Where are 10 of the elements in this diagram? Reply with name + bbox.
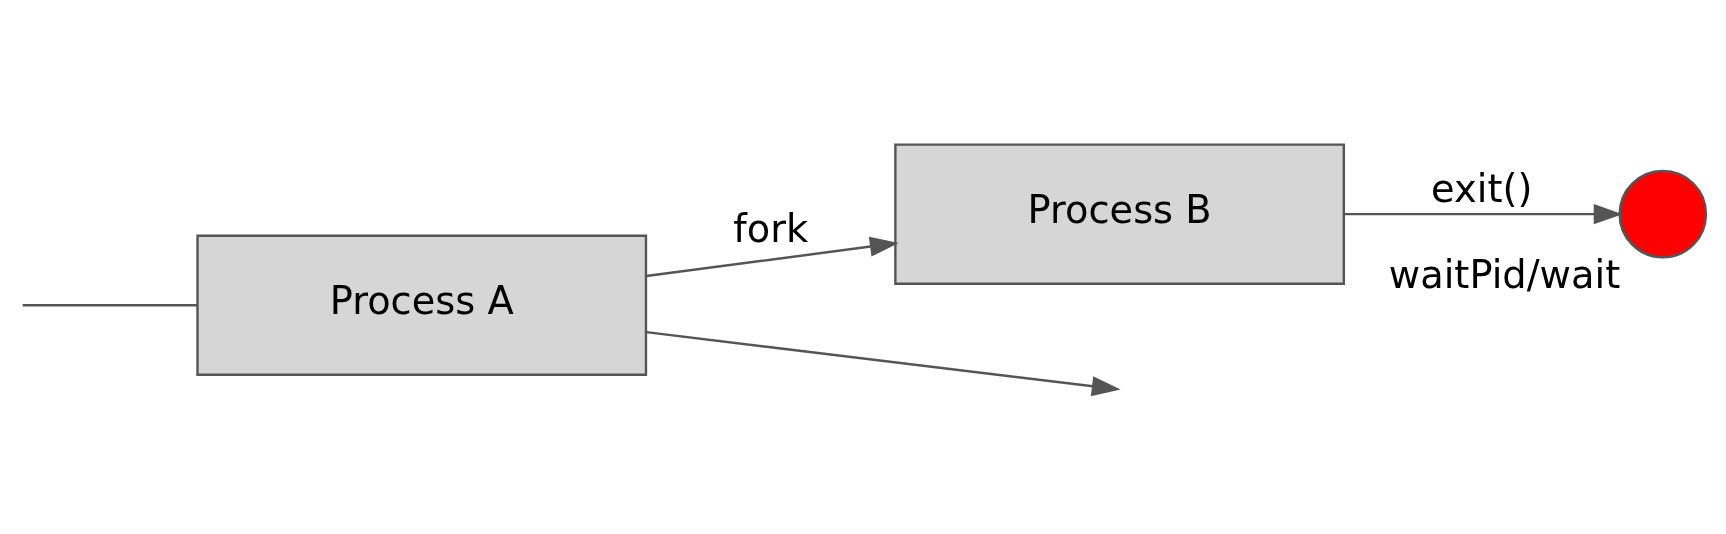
connector xyxy=(22,303,197,306)
arrow xyxy=(646,236,899,277)
node-box: Process A xyxy=(196,234,648,376)
node-circle xyxy=(1618,169,1708,258)
node-label: waitPid/wait xyxy=(1388,251,1621,297)
arrow xyxy=(646,330,1121,396)
arrow xyxy=(1344,203,1623,224)
edge-label: fork xyxy=(733,205,809,251)
node-box: Process B xyxy=(894,142,1346,285)
edge-label: exit() xyxy=(1431,165,1533,211)
